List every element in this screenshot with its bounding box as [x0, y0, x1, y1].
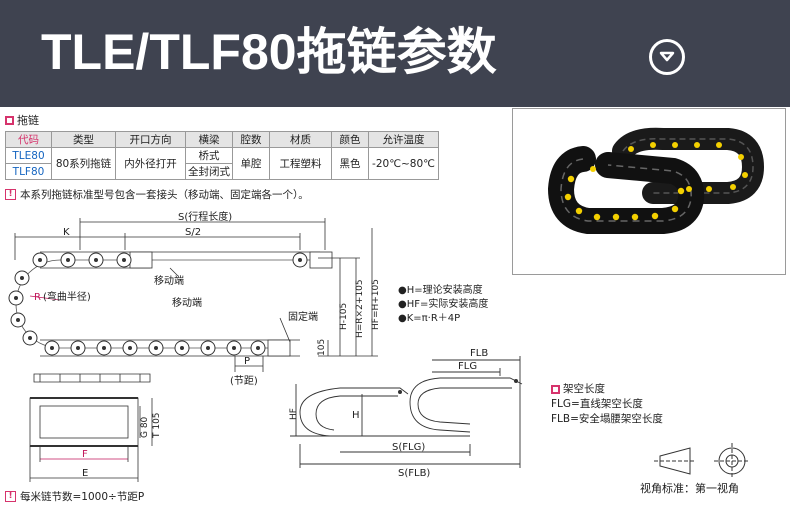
label-g80: G 80	[140, 416, 150, 438]
section-marker-icon	[5, 115, 14, 125]
formula-list: ●H=理论安装高度 ●HF=实际安装高度 ●K=π·R＋4P	[398, 284, 488, 326]
label-moving-end-1: 移动端	[154, 274, 184, 287]
cell-beam-bridge: 桥式	[185, 147, 233, 164]
label-s-half: S/2	[185, 227, 201, 238]
expand-button[interactable]	[649, 39, 685, 75]
first-angle-symbol	[654, 443, 750, 479]
page-title: TLE/TLF80拖链参数	[41, 24, 497, 80]
spec-header-row: 代码 类型 开口方向 横梁 腔数 材质 颜色 允许温度	[5, 131, 439, 148]
label-flb: FLB	[470, 348, 488, 359]
product-photo	[512, 108, 786, 275]
chain-pins	[564, 142, 748, 221]
section-drag-chain: 拖链	[5, 112, 39, 128]
spec-row-2: TLF80 全封闭式	[5, 163, 439, 180]
label-h-formula: H=R×2+105	[355, 279, 365, 338]
support-title: 架空长度	[563, 383, 605, 395]
chevron-down-circle-icon	[659, 51, 675, 62]
label-s-stroke: S(行程长度)	[178, 210, 232, 223]
label-t105: T 105	[152, 412, 162, 439]
per-meter-text: 每米链节数=1000÷节距P	[20, 491, 145, 503]
section-title: 拖链	[17, 114, 39, 127]
formula-k: ●K=π·R＋4P	[398, 313, 461, 324]
support-legend: 架空长度 FLG=直线架空长度 FLB=安全塌腰架空长度	[551, 382, 663, 427]
support-marker-icon	[551, 385, 560, 394]
per-meter-note: ! 每米链节数=1000÷节距P	[5, 489, 144, 504]
warning-square-icon: !	[5, 189, 16, 200]
support-diagram	[290, 356, 523, 468]
cell-material: 工程塑料	[269, 147, 332, 180]
formula-h: ●H=理论安装高度	[398, 285, 483, 296]
label-pitch: (节距)	[230, 375, 258, 387]
label-f: F	[82, 449, 88, 460]
label-sflg: S(FLG)	[392, 442, 425, 453]
label-fixed-end: 固定端	[288, 310, 318, 323]
warning-square-icon: !	[5, 491, 16, 502]
th-cavity: 腔数	[232, 131, 270, 148]
cell-opening: 内外径打开	[115, 147, 186, 180]
th-opening: 开口方向	[115, 131, 186, 148]
code-tlf80: TLF80	[5, 163, 52, 180]
label-moving-end-2: 移动端	[172, 296, 202, 309]
standard-note: ! 本系列拖链标准型号包含一套接头（移动端、固定端各一个）。	[5, 187, 309, 202]
spec-row-1: TLE80 80系列拖链 内外径打开 桥式 单腔 工程塑料 黑色 -20℃~80…	[5, 147, 439, 180]
cell-beam-closed: 全封闭式	[185, 163, 233, 180]
formula-hf: ●HF=实际安装高度	[398, 299, 489, 310]
label-h-105: H-105	[339, 303, 349, 330]
label-p: P	[244, 356, 250, 367]
label-hf: HF	[289, 408, 299, 420]
cross-section	[29, 397, 153, 482]
label-r-note: (弯曲半径)	[43, 290, 91, 303]
label-h: H	[352, 410, 360, 421]
label-hf-formula: HF=H+105	[371, 279, 381, 330]
label-flg: FLG	[458, 361, 477, 372]
chain-front	[547, 146, 705, 234]
label-105: 105	[317, 339, 327, 356]
th-temp: 允许温度	[368, 131, 439, 148]
support-flb: FLB=安全塌腰架空长度	[551, 413, 663, 425]
side-profile	[33, 373, 151, 383]
support-flg: FLG=直线架空长度	[551, 398, 643, 410]
header-banner: TLE/TLF80拖链参数	[0, 0, 790, 107]
label-e: E	[82, 468, 88, 479]
th-beam: 横梁	[185, 131, 233, 148]
th-type: 类型	[51, 131, 116, 148]
cell-temp: -20℃~80℃	[368, 147, 439, 180]
cell-type: 80系列拖链	[51, 147, 116, 180]
label-sflb: S(FLB)	[398, 468, 430, 479]
standard-note-text: 本系列拖链标准型号包含一套接头（移动端、固定端各一个）。	[20, 189, 309, 201]
view-standard: 视角标准：第一视角	[640, 482, 739, 495]
chain-back	[612, 127, 765, 204]
drag-chain-illustration	[547, 127, 765, 234]
label-k: K	[63, 227, 70, 238]
spec-table: 代码 类型 开口方向 横梁 腔数 材质 颜色 允许温度 TLE80 80系列拖链…	[5, 131, 439, 180]
label-r: R	[34, 292, 41, 303]
